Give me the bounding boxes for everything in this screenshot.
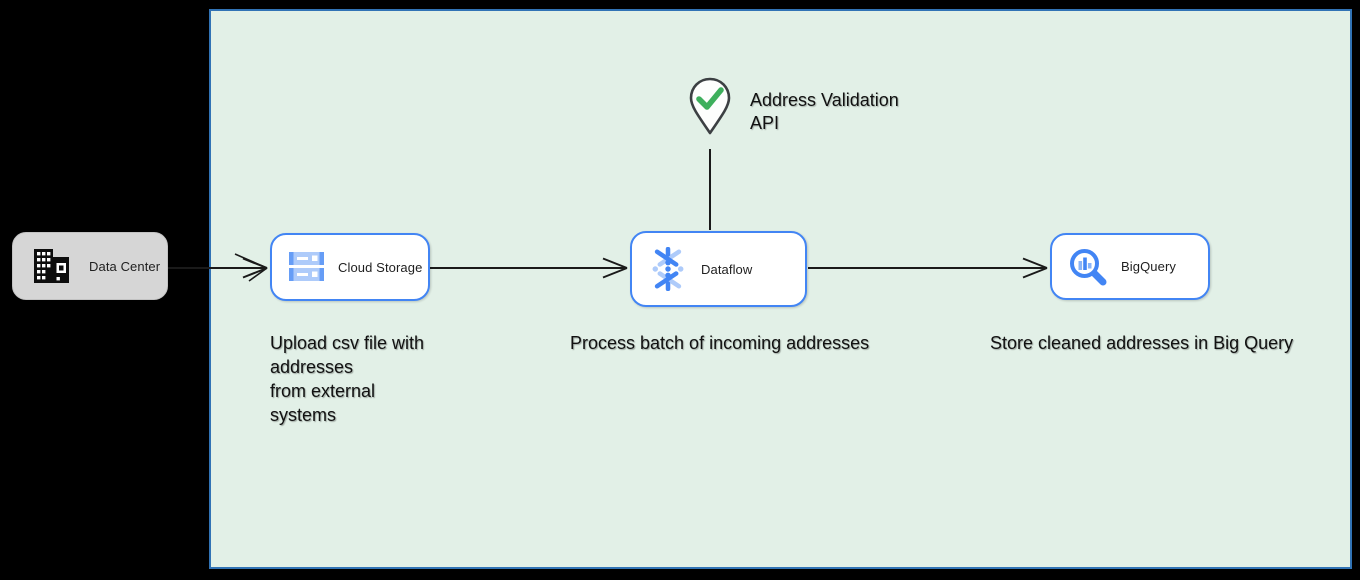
address-validation-api-label: Address Validation API (750, 89, 899, 135)
api-label-line1: Address Validation (750, 90, 899, 110)
node-data-center: Data Center (12, 232, 168, 300)
cloud-storage-bars-icon (289, 252, 324, 281)
node-dataflow: Dataflow (630, 231, 807, 307)
dataflow-label: Dataflow (701, 261, 753, 277)
node-cloud-storage: Cloud Storage (270, 233, 430, 301)
caption-line: Upload csv file with (270, 333, 425, 353)
caption-line: from external (270, 381, 376, 401)
bigquery-caption: Store cleaned addresses in Big Query (990, 333, 1294, 353)
api-label-line2: API (750, 113, 780, 133)
map-pin-check-icon (689, 77, 731, 135)
building-icon (34, 249, 69, 283)
cloud-storage-label: Cloud Storage (338, 259, 423, 275)
caption-line: addresses (270, 357, 354, 377)
dataflow-helix-icon (652, 247, 684, 291)
node-bigquery: BigQuery (1050, 233, 1210, 300)
bigquery-magnifier-chart-icon (1070, 248, 1107, 285)
bigquery-label: BigQuery (1121, 259, 1176, 274)
caption-line: systems (270, 405, 337, 425)
data-center-label: Data Center (89, 258, 161, 274)
cloud-storage-caption: Upload csv file with addresses from exte… (270, 331, 424, 427)
dataflow-caption: Process batch of incoming addresses (570, 333, 870, 353)
